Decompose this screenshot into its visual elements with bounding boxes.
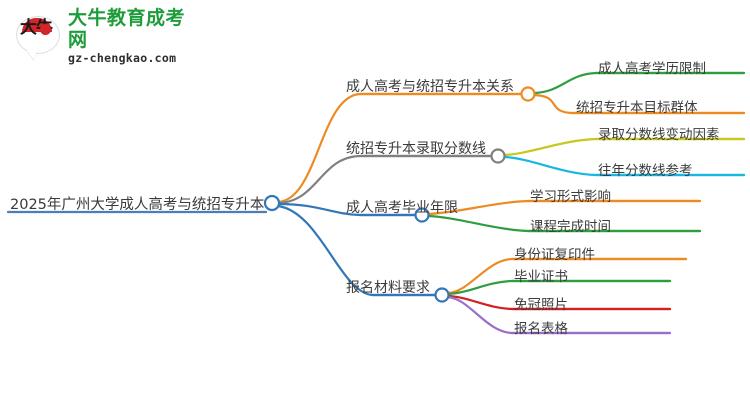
logo-text: 大牛教育成考网 gz-chengkao.com — [68, 7, 204, 65]
connector-root-branch-2 — [276, 154, 494, 205]
node-circle-branch-2 — [490, 148, 506, 164]
connector-branch-3-child-2 — [426, 214, 702, 233]
mindmap-branch-3-label[interactable]: 成人高考毕业年限 — [346, 200, 458, 216]
mindmap-branch-1-label[interactable]: 成人高考与统招专升本关系 — [346, 79, 514, 95]
mindmap-branch-2-child-2-label[interactable]: 往年分数线参考 — [598, 163, 693, 179]
connector-branch-3-child-1 — [426, 199, 702, 216]
logo-mark-icon: 大牛 — [14, 14, 60, 58]
mindmap-branch-1-child-1-label[interactable]: 成人高考学历限制 — [598, 61, 706, 77]
logo-subtitle-url: gz-chengkao.com — [68, 51, 177, 65]
mindmap-branch-3-child-2-label[interactable]: 课程完成时间 — [530, 219, 611, 235]
mindmap-branch-1-child-2-label[interactable]: 统招专升本目标群体 — [576, 100, 698, 116]
red-dot-shape — [40, 24, 51, 35]
logo-title: 大牛教育成考网 — [68, 7, 186, 51]
mindmap-branch-4-label[interactable]: 报名材料要求 — [346, 280, 430, 296]
mindmap-branch-2-child-1-label[interactable]: 录取分数线变动因素 — [598, 127, 720, 143]
node-circle-root — [263, 194, 281, 212]
mindmap-branch-4-child-1-label[interactable]: 身份证复印件 — [514, 247, 595, 263]
mindmap-branch-2-label[interactable]: 统招专升本录取分数线 — [346, 141, 486, 157]
site-logo: 大牛 大牛教育成考网 gz-chengkao.com — [14, 7, 204, 65]
mindmap-root-label[interactable]: 2025年广州大学成人高考与统招专升本 — [10, 197, 265, 213]
node-circle-branch-4 — [434, 287, 450, 303]
mindmap-branch-4-child-2-label[interactable]: 毕业证书 — [514, 269, 568, 285]
mindmap-branch-3-child-1-label[interactable]: 学习形式影响 — [530, 189, 611, 205]
node-circle-branch-1 — [520, 86, 536, 102]
connector-branch-2-child-2 — [502, 155, 746, 177]
connector-branch-4-child-1 — [446, 257, 688, 295]
connector-root-branch-4 — [276, 204, 438, 297]
connector-branch-4-child-4 — [446, 295, 672, 335]
node-circle-branch-3 — [414, 207, 430, 223]
mindmap-branch-4-child-3-label[interactable]: 免冠照片 — [514, 297, 568, 313]
connector-root-branch-1 — [276, 92, 524, 204]
connector-branch-2-child-1 — [502, 137, 746, 157]
connector-root-branch-3 — [276, 202, 418, 217]
mindmap-branch-4-child-4-label[interactable]: 报名表格 — [514, 321, 568, 337]
